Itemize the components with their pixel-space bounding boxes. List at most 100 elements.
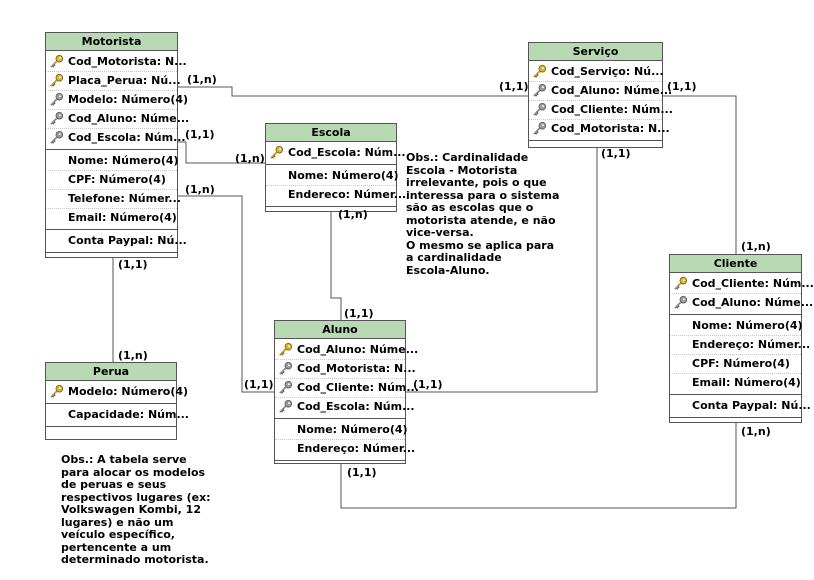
foreign-key-icon xyxy=(674,295,688,309)
attribute-field[interactable]: Endereco: Númer... xyxy=(266,186,406,204)
attribute-field[interactable]: Capacidade: Núm... xyxy=(46,406,189,424)
cardinality-label: (1,1) xyxy=(499,80,529,93)
key-section: Modelo: Número(4) xyxy=(46,381,188,404)
field-label: Cod_Cliente: Núm... xyxy=(297,381,419,394)
cardinality-label: (1,1) xyxy=(413,378,443,391)
key-section: Cod_Escola: Núm... xyxy=(266,142,406,165)
foreign-key-icon xyxy=(50,111,64,125)
footer-space xyxy=(266,206,396,211)
footer-space xyxy=(670,417,801,422)
entity-aluno[interactable]: Aluno Cod_Aluno: Núme... Cod_Motorista: N… xyxy=(274,320,419,464)
key-field[interactable]: Cod_Cliente: Núm... xyxy=(670,275,814,294)
line-escola-aluno xyxy=(330,204,342,320)
attribute-field[interactable]: Conta Paypal: Nú... xyxy=(670,397,811,415)
attribute-section: Nome: Número(4) Endereco: Númer... xyxy=(266,165,406,206)
primary-key-icon xyxy=(50,54,64,68)
foreign-key-icon xyxy=(533,121,547,135)
key-field[interactable]: Cod_Aluno: Núme... xyxy=(275,341,418,360)
field-label: CPF: Número(4) xyxy=(692,357,790,370)
line-motorista-escola xyxy=(178,141,265,164)
key-field[interactable]: Cod_Motorista: N... xyxy=(46,53,187,72)
field-label: Cod_Aluno: Núme... xyxy=(551,84,673,97)
attribute-field[interactable]: Telefone: Númer... xyxy=(46,190,181,209)
field-label: Cod_Escola: Núm... xyxy=(68,131,186,144)
entity-title: Cliente xyxy=(670,255,801,273)
entity-escola[interactable]: Escola Cod_Escola: Núm... Nome: Número(4… xyxy=(265,123,406,212)
primary-key-icon xyxy=(50,73,64,87)
cardinality-label: (1,1) xyxy=(185,128,215,141)
primary-key-icon xyxy=(279,342,293,356)
field-label: Capacidade: Núm... xyxy=(68,408,189,421)
field-label: Cod_Escola: Núm... xyxy=(297,400,415,413)
cardinality-label: (1,1) xyxy=(118,258,148,271)
attribute-field[interactable]: Conta Paypal: Nú... xyxy=(46,232,187,250)
key-field[interactable]: Cod_Escola: Núm... xyxy=(275,398,415,416)
foreign-key-icon xyxy=(50,130,64,144)
entity-motorista[interactable]: Motorista Cod_Motorista: N...Placa_Perua… xyxy=(45,32,189,258)
entity-servico[interactable]: Serviço Cod_Serviço: Nú...Cod_Aluno: Núm… xyxy=(528,42,673,148)
cardinality-label: (1,n) xyxy=(185,183,215,196)
field-label: Modelo: Número(4) xyxy=(68,93,189,106)
entity-perua[interactable]: Perua Modelo: Número(4) Capacidade: Núm.… xyxy=(45,362,189,440)
attribute-field[interactable]: Nome: Número(4) xyxy=(670,317,803,336)
key-field[interactable]: Cod_Cliente: Núm... xyxy=(529,101,673,120)
key-field[interactable]: Modelo: Número(4) xyxy=(46,383,188,401)
entity-title: Aluno xyxy=(275,321,405,339)
cardinality-label: (1,1) xyxy=(347,466,377,479)
line-servico-cliente xyxy=(663,95,737,254)
cardinality-label: (1,1) xyxy=(244,378,274,391)
entity-title: Perua xyxy=(46,363,176,381)
attribute-section: Capacidade: Núm... xyxy=(46,404,189,427)
primary-key-icon xyxy=(533,64,547,78)
field-label: Cod_Motorista: N... xyxy=(68,55,187,68)
cardinality-label: (1,n) xyxy=(118,349,148,362)
foreign-key-icon xyxy=(279,399,293,413)
attribute-section: Nome: Número(4)Endereço: Númer... CPF: Nú… xyxy=(670,315,810,394)
cardinality-label: (1,1) xyxy=(344,307,374,320)
key-field[interactable]: Cod_Aluno: Núme... xyxy=(529,82,672,101)
attribute-field[interactable]: Nome: Número(4) xyxy=(266,167,399,186)
field-label: Cod_Aluno: Núme... xyxy=(692,296,814,309)
entity-cliente[interactable]: Cliente Cod_Cliente: Núm... Cod_Aluno: Nú… xyxy=(669,254,814,423)
key-field[interactable]: Cod_Motorista: N... xyxy=(529,120,670,138)
key-field[interactable]: Cod_Serviço: Nú... xyxy=(529,63,664,82)
cardinality-label: (1,1) xyxy=(667,80,697,93)
key-field[interactable]: Cod_Escola: Núm... xyxy=(46,129,186,147)
key-field[interactable]: Cod_Aluno: Núme... xyxy=(670,294,813,312)
field-label: Nome: Número(4) xyxy=(297,423,408,436)
key-field[interactable]: Cod_Motorista: N... xyxy=(275,360,416,379)
key-section: Cod_Cliente: Núm... Cod_Aluno: Núme... xyxy=(670,273,814,315)
line-cliente-aluno xyxy=(340,420,737,509)
field-label: Cod_Motorista: N... xyxy=(551,122,670,135)
attribute-field[interactable]: Email: Número(4) xyxy=(670,374,801,392)
attribute-section: Nome: Número(4)CPF: Número(4)Telefone: N… xyxy=(46,150,181,229)
line-motorista-aluno xyxy=(178,195,274,393)
extra-section: Conta Paypal: Nú... xyxy=(670,394,811,417)
attribute-field[interactable]: CPF: Número(4) xyxy=(670,355,801,374)
key-field[interactable]: Cod_Aluno: Núme... xyxy=(46,110,189,129)
foreign-key-icon xyxy=(533,102,547,116)
field-label: Cod_Motorista: N... xyxy=(297,362,416,375)
attribute-field[interactable]: Endereço: Númer... xyxy=(670,336,810,355)
primary-key-icon xyxy=(270,145,284,159)
key-field[interactable]: Placa_Perua: Nú... xyxy=(46,72,181,91)
attribute-field[interactable]: Nome: Número(4) xyxy=(46,152,179,171)
attribute-field[interactable]: Nome: Número(4) xyxy=(275,421,408,440)
field-label: Cod_Serviço: Nú... xyxy=(551,65,664,78)
key-field[interactable]: Modelo: Número(4) xyxy=(46,91,188,110)
foreign-key-icon xyxy=(279,380,293,394)
field-label: Endereço: Númer... xyxy=(297,442,416,455)
field-label: Nome: Número(4) xyxy=(288,169,399,182)
key-field[interactable]: Cod_Cliente: Núm... xyxy=(275,379,419,398)
key-section: Cod_Motorista: N... Placa_Perua: Nú... Mod… xyxy=(46,51,189,150)
cardinality-label: (1,n) xyxy=(741,240,771,253)
attribute-field[interactable]: Endereço: Númer... xyxy=(275,440,415,458)
key-field[interactable]: Cod_Escola: Núm... xyxy=(266,144,406,162)
attribute-field[interactable]: CPF: Número(4) xyxy=(46,171,177,190)
field-label: Conta Paypal: Nú... xyxy=(68,234,187,247)
line-servico-aluno xyxy=(406,140,598,393)
field-label: Modelo: Número(4) xyxy=(68,385,189,398)
attribute-field[interactable]: Email: Número(4) xyxy=(46,209,177,227)
field-label: Cod_Cliente: Núm... xyxy=(692,277,814,290)
